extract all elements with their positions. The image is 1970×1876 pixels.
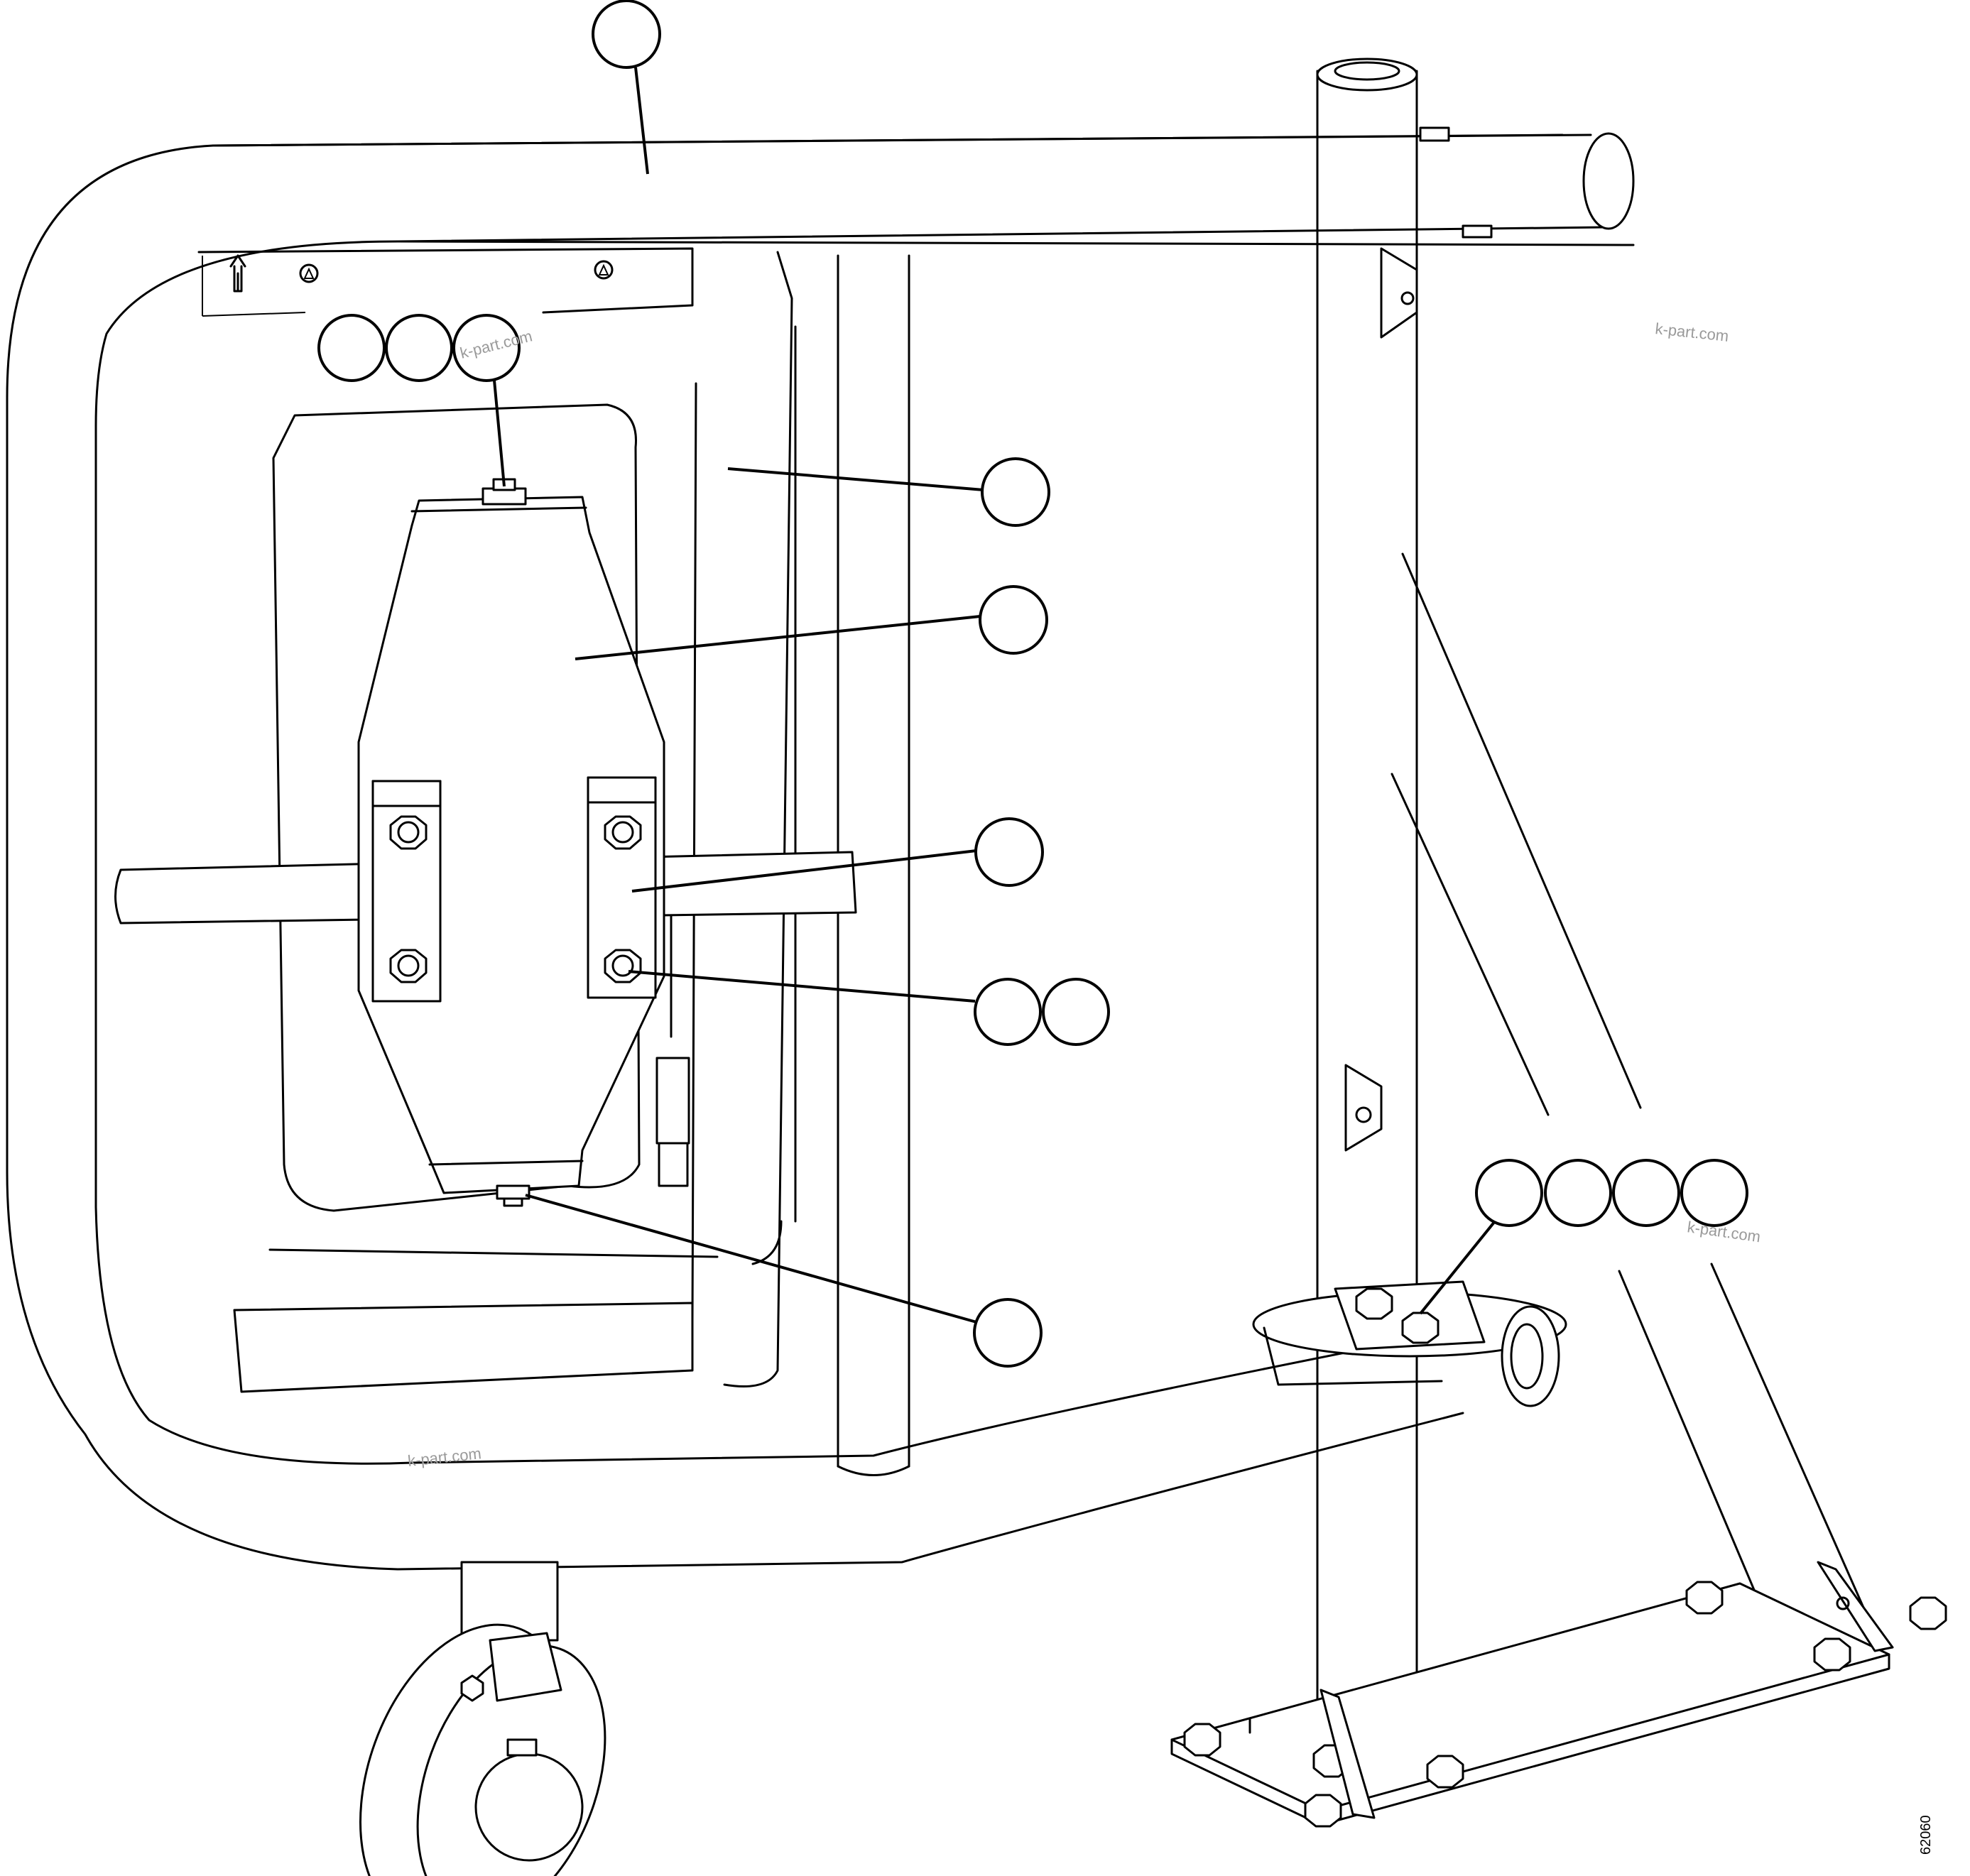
- lower-rail-end: [1501, 1305, 1560, 1407]
- frame-outer-loop: [6, 133, 1635, 1571]
- pivot-assembly: [1252, 1280, 1567, 1386]
- clamp-bolt-top-right: [604, 815, 642, 850]
- diagonal-brace: [1391, 552, 1876, 1642]
- watermark: k-part.com: [1654, 320, 1729, 345]
- figure-code: 62060: [1918, 1815, 1934, 1855]
- leader-lines: [492, 67, 1496, 1324]
- tank-body: [357, 496, 665, 1194]
- tank-top-bolt: [481, 478, 527, 506]
- callout-panel: [981, 457, 1050, 527]
- callout-bottom-bolt: [973, 1298, 1043, 1368]
- base-plate: [1170, 1582, 1890, 1826]
- base-gusset-right: [1817, 1561, 1894, 1652]
- top-rail: [212, 126, 1635, 243]
- back-panel: [197, 247, 797, 1393]
- callout-clamp-bolt: [974, 978, 1110, 1046]
- mounting-plate: [272, 403, 641, 1212]
- tank-bottom-bolt: [496, 1184, 530, 1207]
- clamp-bolt-bottom-left: [389, 949, 428, 983]
- watermark: k-part.com: [407, 1444, 482, 1470]
- callout-top-rail: [592, 0, 661, 69]
- callout-tank-body: [979, 585, 1048, 655]
- sensor-cable: [655, 915, 690, 1187]
- callout-bolt-top-stack: [317, 314, 521, 382]
- caster-wheel: [359, 1561, 606, 1876]
- clamp-bolt-top-left: [389, 815, 428, 850]
- base-gusset-left: [1319, 1689, 1376, 1819]
- callout-pivot-bolt: [1475, 1159, 1748, 1227]
- vertical-post: [1316, 58, 1418, 1762]
- up-arrow-icon: [229, 254, 246, 293]
- clamp-bolt-bottom-right: [604, 949, 642, 983]
- warning-triangle-icon: [299, 260, 614, 283]
- callout-strap-clamp: [974, 817, 1044, 887]
